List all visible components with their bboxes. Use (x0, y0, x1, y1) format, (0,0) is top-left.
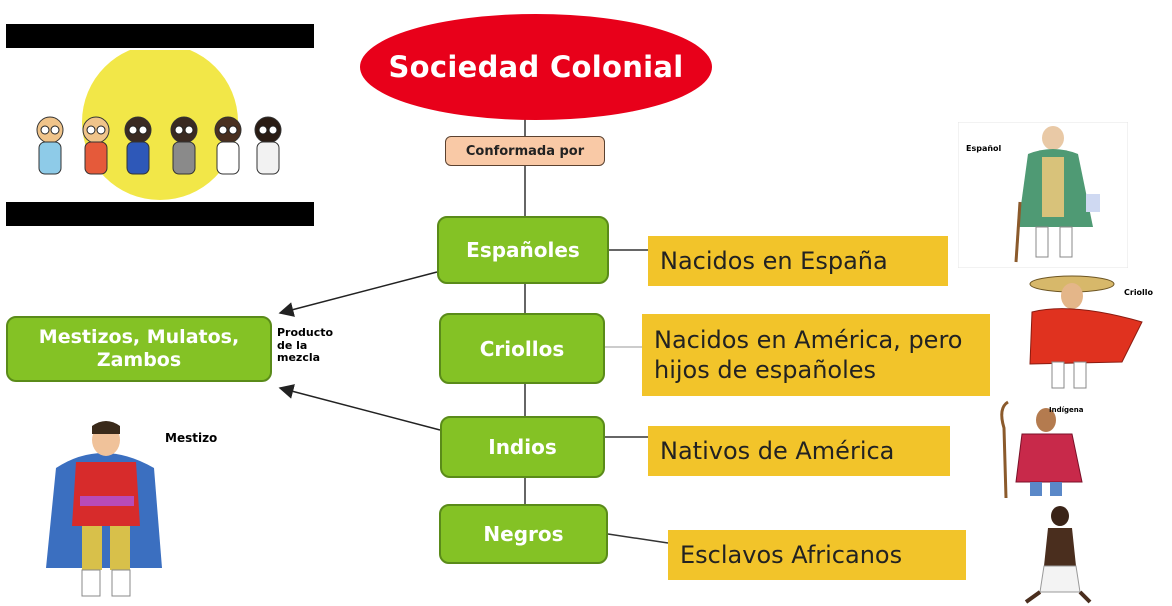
description-negros: Esclavos Africanos (668, 530, 966, 580)
group-node-indios: Indios (440, 416, 605, 478)
description-text: Nacidos en España (660, 247, 888, 275)
group-label: Españoles (466, 238, 580, 262)
group-label: Negros (483, 522, 564, 546)
title-node: Sociedad Colonial (360, 14, 712, 120)
mixed-label: Mestizos, Mulatos, Zambos (38, 326, 240, 371)
indigena-figure (994, 398, 1094, 502)
link-label-node: Conformada por (445, 136, 605, 166)
link-label-text: Conformada por (465, 143, 585, 159)
criollo-figure (1012, 272, 1162, 392)
group-node-criollos: Criollos (439, 313, 605, 384)
mixed-node: Mestizos, Mulatos, Zambos (6, 316, 272, 382)
description-text: Esclavos Africanos (680, 541, 903, 569)
group-node-espanoles: Españoles (437, 216, 609, 284)
title-text: Sociedad Colonial (388, 50, 684, 84)
negros-desc-line (607, 533, 669, 544)
description-indios: Nativos de América (648, 426, 950, 476)
indigena-label: Indígena (1049, 406, 1084, 414)
criollo-label: Criollo (1124, 288, 1154, 297)
arrow-espanoles-to-mixed (278, 271, 438, 317)
black-bar-bottom (6, 202, 314, 226)
description-text: Nacidos en América, pero hijos de españo… (654, 326, 963, 384)
group-node-negros: Negros (439, 504, 608, 564)
black-bar-top (6, 24, 314, 48)
espanol-figure (958, 122, 1128, 268)
group-label: Indios (488, 435, 557, 459)
description-espanoles: Nacidos en España (648, 236, 948, 286)
mixed-relation-label: Producto de la mezcla (277, 326, 334, 365)
group-label: Criollos (479, 336, 565, 361)
description-criollos: Nacidos en América, pero hijos de españo… (642, 314, 990, 396)
mestizo-figure (42, 418, 166, 604)
arrow-indios-to-mixed (278, 384, 441, 431)
african-figure (1010, 504, 1096, 604)
cartoon-characters-illustration (6, 50, 314, 200)
description-text: Nativos de América (660, 437, 895, 465)
mestizo-label: Mestizo (165, 431, 218, 445)
espanol-label: Español (966, 144, 1002, 153)
